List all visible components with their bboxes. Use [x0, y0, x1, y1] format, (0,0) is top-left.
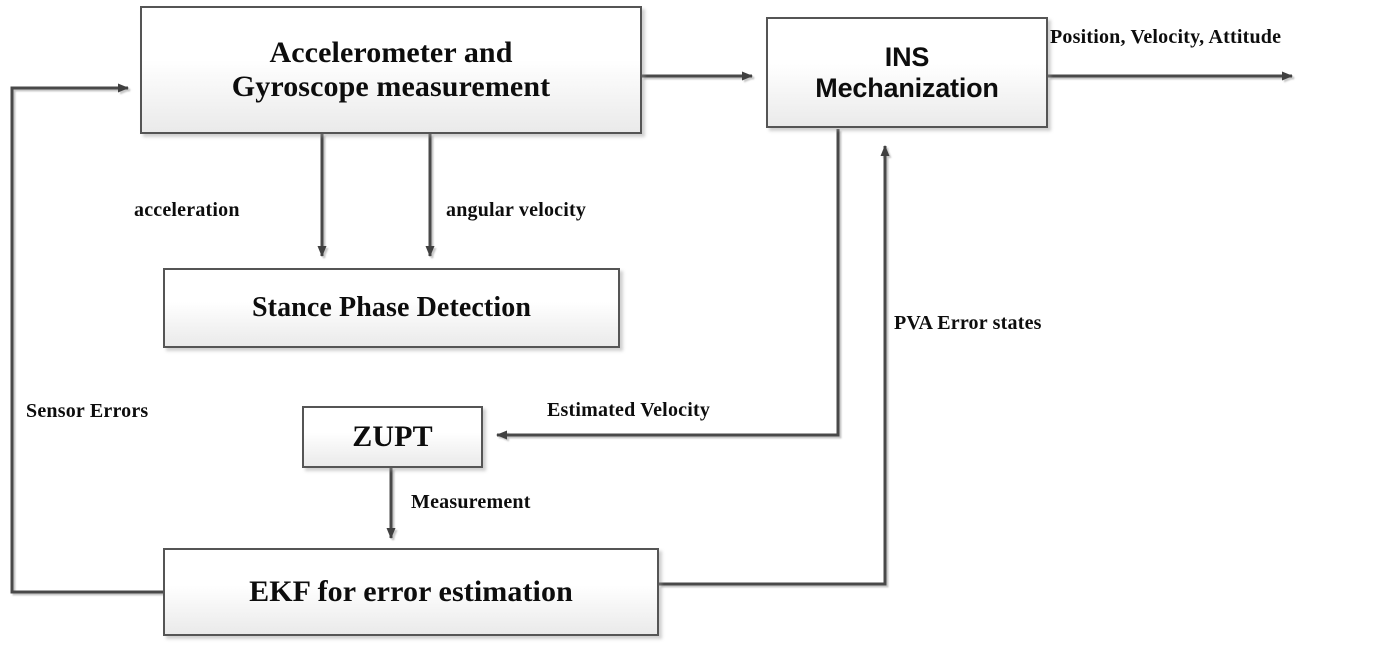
node-ins-label-line1: INS: [884, 42, 930, 73]
label-estimated-velocity: Estimated Velocity: [547, 399, 711, 421]
wire-ekf-to-ins: [659, 145, 890, 586]
node-zupt[interactable]: ZUPT: [302, 406, 483, 468]
node-stance-phase-detection[interactable]: Stance Phase Detection: [163, 268, 620, 348]
node-stance-label: Stance Phase Detection: [251, 292, 532, 324]
node-zupt-label: ZUPT: [352, 420, 433, 454]
node-imu-label-line2: Gyroscope measurement: [231, 70, 551, 103]
label-acceleration: acceleration: [134, 199, 240, 221]
node-ins-mechanization[interactable]: INS Mechanization: [766, 17, 1048, 128]
node-imu-label-line1: Accelerometer and: [269, 36, 513, 70]
label-angular-velocity: angular velocity: [446, 199, 587, 221]
label-sensor-errors: Sensor Errors: [26, 400, 149, 422]
node-ekf-label: EKF for error estimation: [249, 575, 573, 609]
label-pva-output: Position, Velocity, Attitude: [1050, 26, 1282, 48]
wire-ekf-to-imu: [10, 83, 163, 594]
node-ins-label-line2: Mechanization: [815, 72, 999, 103]
label-pva-error-states: PVA Error states: [894, 312, 1042, 334]
node-imu-label: Accelerometer and Gyroscope measurement: [232, 36, 550, 103]
node-imu-measurement[interactable]: Accelerometer and Gyroscope measurement: [140, 6, 642, 134]
label-measurement: Measurement: [411, 491, 531, 513]
node-ins-label: INS Mechanization: [815, 42, 999, 103]
node-ekf[interactable]: EKF for error estimation: [163, 548, 659, 636]
